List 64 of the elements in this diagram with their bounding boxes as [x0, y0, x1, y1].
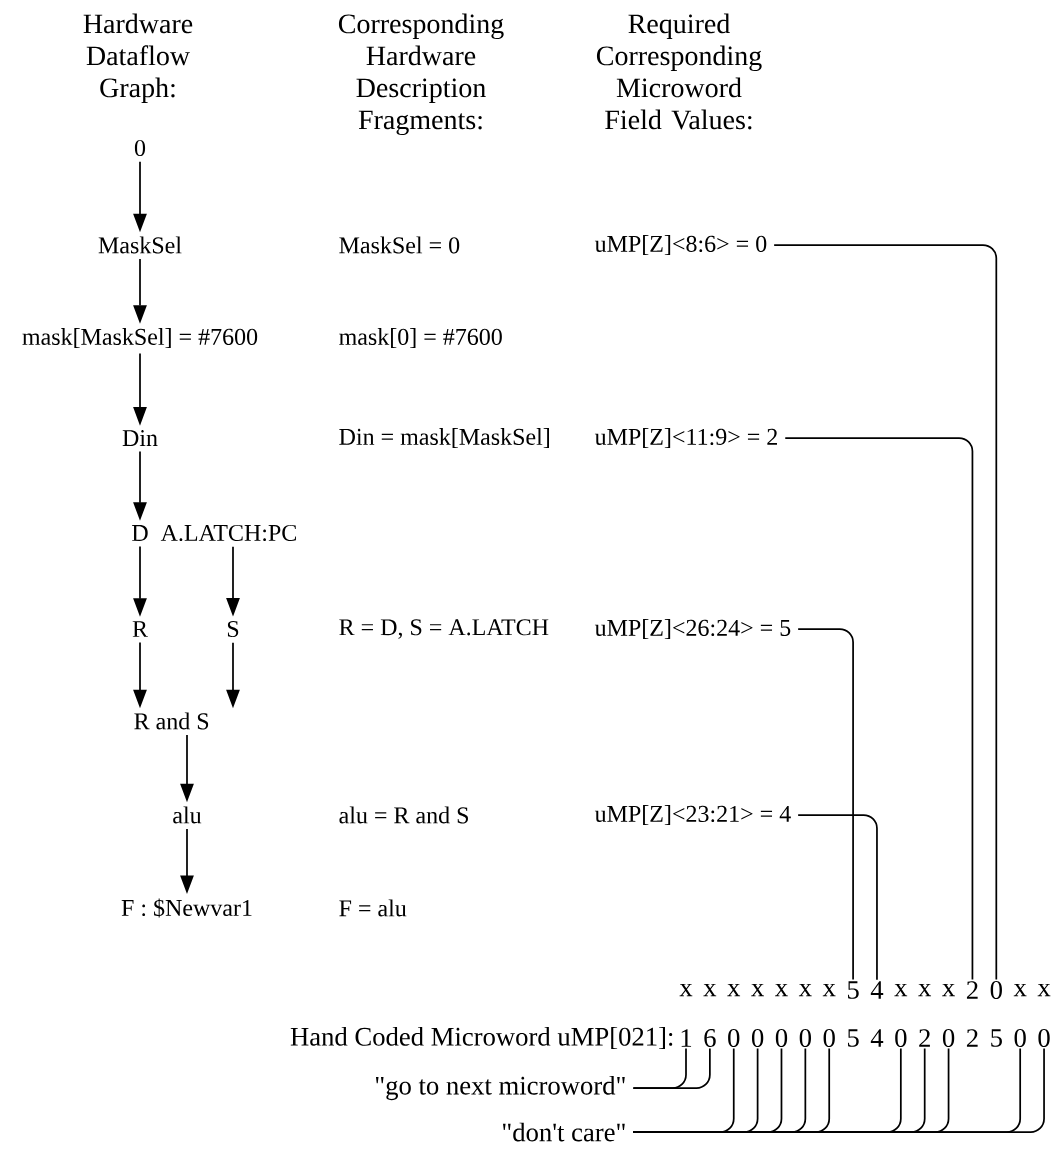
microword-digit: 2: [966, 981, 978, 999]
field-value: uMP[Z]<8:6> = 0: [594, 235, 767, 255]
leader-line: [797, 628, 854, 981]
column-heading: Required Corresponding Microword Field Values:: [596, 13, 762, 130]
graph-node-label: R: [132, 621, 148, 637]
microword-digit: x: [703, 983, 717, 997]
description-fragment: mask[0] = #7600: [339, 328, 502, 348]
graph-node-label: S: [227, 620, 239, 638]
microword-digit: 5: [991, 1029, 1002, 1047]
graph-node-label: A.LATCH:PC: [160, 524, 296, 542]
microword-digit: 0: [1014, 1029, 1026, 1047]
graph-node-label: alu: [173, 806, 202, 824]
description-fragment: alu = R and S: [339, 806, 468, 824]
microword-digit: x: [727, 983, 741, 997]
microword-digit: x: [798, 983, 812, 997]
microword-digit: 5: [847, 981, 859, 999]
microword-digit: x: [751, 983, 764, 997]
graph-node-label: D: [132, 525, 148, 541]
microword-digit: 0: [728, 1029, 740, 1047]
graph-node-label: F : $Newvar1: [121, 898, 252, 918]
graph-node-label: 0: [134, 139, 146, 157]
microword-digit: 1: [681, 1029, 692, 1047]
microword-digit: 4: [870, 981, 884, 999]
microword-digit: 0: [751, 1029, 764, 1047]
microword-digit: x: [894, 983, 908, 997]
field-value: uMP[Z]<23:21> = 4: [594, 805, 791, 825]
note-label: "go to next microword": [375, 1075, 625, 1101]
description-fragment: R = D, S = A.LATCH: [339, 619, 549, 639]
leader-line: [773, 244, 998, 981]
microword-digit: 0: [799, 1029, 811, 1047]
microword-digit: x: [918, 983, 932, 997]
microword-digit: 2: [966, 1029, 978, 1047]
microword-digit: 2: [919, 1029, 930, 1047]
description-fragment: F = alu: [339, 899, 407, 917]
microword-digit: x: [822, 983, 836, 997]
leader-line: [797, 814, 878, 981]
column-heading: Corresponding Hardware Description Fragments:: [338, 13, 504, 136]
microword-digit: 0: [942, 1029, 955, 1047]
graph-node-label: R and S: [134, 712, 209, 730]
leader-line: [632, 1047, 711, 1089]
microword-digit: 0: [823, 1029, 835, 1047]
graph-node-label: Din: [122, 430, 158, 446]
microword-digit: x: [942, 983, 955, 997]
note-label: "don't care": [503, 1122, 625, 1142]
field-value: uMP[Z]<11:9> = 2: [594, 428, 777, 448]
microword-digit: 0: [1038, 1029, 1050, 1047]
microword-label: Hand Coded Microword uMP[021]:: [290, 1026, 673, 1050]
column-heading: Hardware Dataflow Graph:: [83, 13, 193, 103]
microword-digit: 0: [990, 981, 1002, 999]
leader-line: [784, 437, 974, 981]
field-value: uMP[Z]<26:24> = 5: [594, 619, 791, 639]
description-fragment: MaskSel = 0: [339, 236, 460, 254]
microword-digit: 4: [870, 1029, 884, 1047]
microword-digit: 6: [704, 1029, 716, 1047]
microword-digit: 5: [847, 1029, 859, 1047]
microword-digit: x: [1013, 983, 1027, 997]
microword-digit: 0: [895, 1029, 907, 1047]
microword-digit: x: [679, 983, 693, 997]
graph-node-label: mask[MaskSel] = #7600: [22, 328, 258, 348]
microword-digit: x: [1037, 983, 1051, 997]
graph-node-label: MaskSel: [98, 236, 182, 254]
microword-digit: x: [775, 983, 788, 997]
microword-digit: 0: [775, 1029, 788, 1047]
description-fragment: Din = mask[MaskSel]: [339, 428, 549, 448]
